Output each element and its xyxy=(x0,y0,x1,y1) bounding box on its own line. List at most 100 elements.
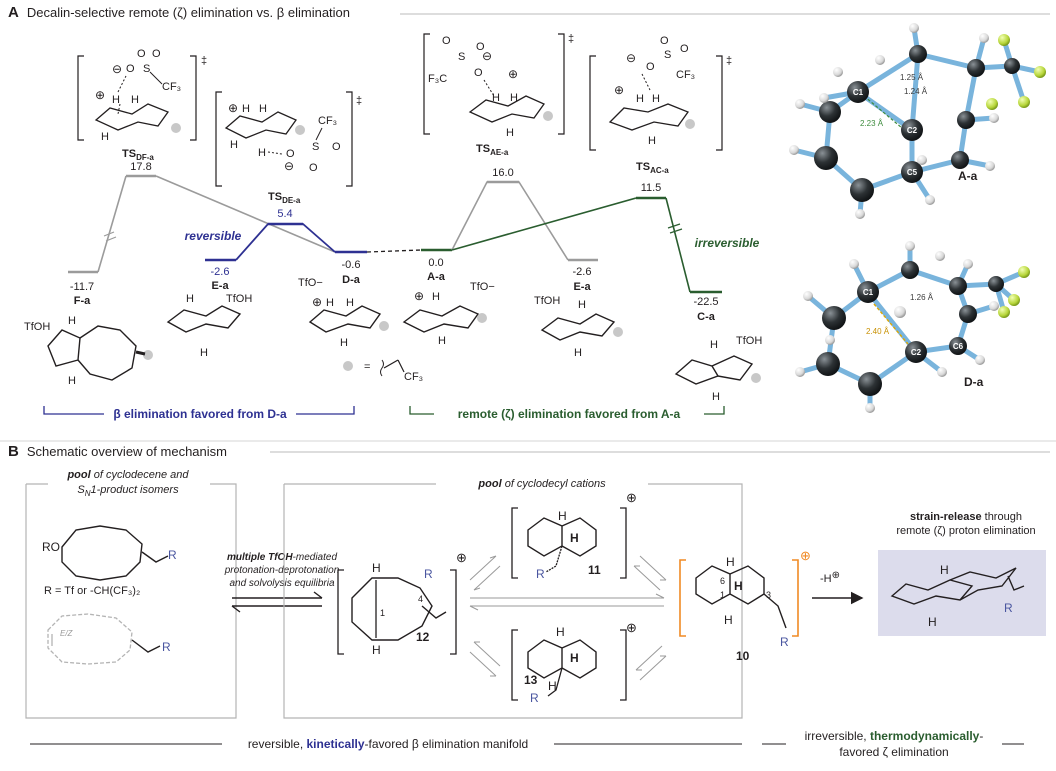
cation-13-plus: ⊕ xyxy=(626,620,637,635)
model-d-atoms xyxy=(795,241,1030,413)
panel-b-title: Schematic overview of mechanism xyxy=(26,444,227,459)
minus-h-label: -H⊕ xyxy=(820,570,840,585)
ts-ac-dagger: ‡ xyxy=(726,55,732,67)
e-right-h1: H xyxy=(578,299,586,311)
ts-ae-structure: ‡ O S O O ⊖ F₃C ⊕ H H H TSAE-a xyxy=(423,33,574,157)
ts-de-minus: ⊖ xyxy=(284,159,294,173)
ts-de-bracket-right xyxy=(346,91,353,187)
f-seven-ring xyxy=(77,325,137,381)
energy-f-a: -11.7 xyxy=(70,281,94,293)
selectivity-brackets: β elimination favored from D-a remote (ζ… xyxy=(43,406,725,421)
ro-ring xyxy=(61,525,143,581)
energy-ts-ac: 11.5 xyxy=(641,182,662,194)
intermediates: TfOH H H TfOH H H TfO− ⊕ H H H TfO− ⊕ xyxy=(24,277,762,403)
beta-bracket xyxy=(43,406,355,415)
ts-df-plus: ⊕ xyxy=(95,88,105,102)
cyclodecene-r: R xyxy=(162,640,171,654)
e-right-ring xyxy=(540,313,616,341)
break-mark-3 xyxy=(667,223,681,229)
ts-df-h2: H xyxy=(131,94,139,106)
ts-df-bracket-right xyxy=(190,55,197,141)
cation-12-bracket-r xyxy=(450,569,457,655)
path-f-to-tsdf xyxy=(97,175,127,273)
product-h1: H xyxy=(940,563,949,577)
f-grey-dot xyxy=(143,350,153,360)
f-five-ring xyxy=(47,329,81,367)
ts-df-o3: O xyxy=(152,48,161,60)
cation-12-plus: ⊕ xyxy=(456,550,467,565)
ts-de-o1: O xyxy=(286,148,295,160)
cation-11-bracket-l xyxy=(511,507,518,579)
cation-12-r: R xyxy=(424,567,433,581)
label-e-a-left: E-a xyxy=(211,280,229,292)
cation-10-bracket-r xyxy=(792,559,799,637)
remote-bracket xyxy=(409,406,725,415)
cation-11-h2: H xyxy=(570,531,579,545)
ts-de-ring xyxy=(224,111,297,139)
e-right-tfoh: TfOH xyxy=(534,295,560,307)
ts-ac-o2: O xyxy=(660,35,669,47)
cation-13-r: R xyxy=(530,691,539,705)
cation-10-h3: H xyxy=(724,613,733,627)
product-h2: H xyxy=(928,615,937,629)
ts-de-cf3: CF₃ xyxy=(318,115,337,127)
panel-b: pool of cyclodecene and SN1-product isom… xyxy=(0,440,1056,759)
cation-10-h1: H xyxy=(726,555,735,569)
d-ring xyxy=(308,305,382,333)
product-box xyxy=(878,550,1046,636)
model-a-label: A-a xyxy=(958,169,978,183)
panel-a: -11.7 F-a 17.8 -2.6 E-a 5.4 -0.6 D-a 0.0… xyxy=(24,13,1050,421)
label-c-a: C-a xyxy=(697,311,716,323)
energy-d-a: -0.6 xyxy=(342,259,361,271)
ts-ae-minus: ⊖ xyxy=(482,49,492,63)
ts-df-o1: O xyxy=(126,63,135,75)
label-e-a-right: E-a xyxy=(573,281,591,293)
e-left-h2: H xyxy=(200,347,208,359)
ts-ac-h3: H xyxy=(648,135,656,147)
ts-ae-h3: H xyxy=(506,127,514,139)
product-r: R xyxy=(1004,601,1013,615)
footer-right-line2: favored ζ elimination xyxy=(839,745,948,759)
ts-ac-h1: H xyxy=(636,93,644,105)
e-left-ring xyxy=(166,305,242,333)
ts-ae-name: TSAE-a xyxy=(476,143,509,157)
break-mark-2 xyxy=(105,236,117,242)
ts-de-bracket-left xyxy=(215,91,222,187)
energy-e-a-left: -2.6 xyxy=(211,266,230,278)
energy-values: -11.7 F-a 17.8 -2.6 E-a 5.4 -0.6 D-a 0.0… xyxy=(70,161,760,323)
path-a-to-tsac xyxy=(451,197,637,251)
break-mark-4 xyxy=(669,228,683,234)
cation-10-plus: ⊕ xyxy=(800,548,811,563)
model-a-atoms xyxy=(789,23,1046,219)
a-h2: H xyxy=(438,335,446,347)
equilibria-line2: protonation-deprotonation xyxy=(224,565,340,576)
path-e-to-tsde xyxy=(235,223,336,261)
model-a-a: C1 C2 C5 1.25 Å 1.24 Å 2.23 Å A-a xyxy=(789,23,1046,219)
ts-de-o2: O xyxy=(332,141,341,153)
ts-df-h3: H xyxy=(101,131,109,143)
strain-release-line1: strain-release through xyxy=(910,511,1022,523)
model-d-c6: C6 xyxy=(953,342,964,351)
cation-10-loc6: 6 xyxy=(720,576,725,586)
e-left-tfoh: TfOH xyxy=(226,293,252,305)
model-d-label: D-a xyxy=(964,375,984,389)
label-d-a: D-a xyxy=(342,274,361,286)
ts-ae-o1: O xyxy=(442,35,451,47)
ts-ac-grey-dot xyxy=(685,119,695,129)
cation-10-ring xyxy=(695,565,765,605)
path-tsac-to-c xyxy=(665,197,691,293)
cation-12-h2: H xyxy=(372,643,381,657)
ts-df-bracket-left xyxy=(77,55,84,141)
ts-ae-plus: ⊕ xyxy=(508,67,518,81)
e-right-h2: H xyxy=(574,347,582,359)
c-ring xyxy=(674,355,754,385)
cation-11-ring xyxy=(527,517,597,557)
beta-bracket-label: β elimination favored from D-a xyxy=(113,407,287,421)
ts-ac-plus: ⊕ xyxy=(614,83,624,97)
footer-left-text: reversible, kinetically-favored β elimin… xyxy=(248,737,528,751)
ts-ae-h1: H xyxy=(492,92,500,104)
a-tfo-minus: TfO− xyxy=(470,281,495,293)
energy-diagram xyxy=(68,174,722,294)
ts-ae-bracket-right xyxy=(558,33,565,135)
energy-a-a: 0.0 xyxy=(428,257,443,269)
